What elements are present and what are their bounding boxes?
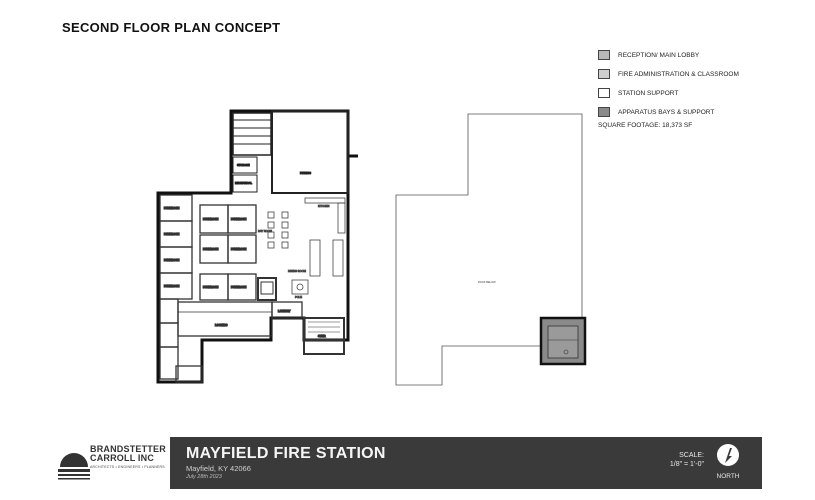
room-label-bunk: BUNKROOM [231, 285, 246, 289]
room-label-bunk: BUNKROOM [164, 284, 179, 288]
legend-item: FIRE ADMINISTRATION & CLASSROOM [598, 69, 739, 79]
project-date: July 28th 2023 [186, 474, 222, 480]
legend-item: RECEPTION/ MAIN LOBBY [598, 50, 739, 60]
north-arrow: NORTH [708, 443, 748, 487]
legend-item: APPARATUS BAYS & SUPPORT [598, 107, 739, 117]
room-label-mechanical: MECHANICAL [235, 181, 253, 185]
legend-swatch [598, 69, 610, 79]
legend-label: STATION SUPPORT [618, 89, 679, 97]
room-label-dining: DINING ROOM [288, 269, 306, 273]
floor-plan: FITNESS STORAGE MECHANICAL BUNKROOM BUNK… [156, 109, 587, 386]
room-label-bunk: BUNKROOM [203, 217, 218, 221]
lower-rooms: LOCKERS LAUNDRY STAIR [175, 301, 345, 383]
north-arrow-icon [717, 444, 739, 466]
legend-item: STATION SUPPORT [598, 88, 739, 98]
firm-logo: BRANDSTETTER CARROLL INC ARCHITECTS • EN… [48, 437, 171, 489]
project-name: MAYFIELD FIRE STATION [186, 445, 386, 462]
day-room-furniture: DAY ROOM DINING ROOM KITCHEN POLE [258, 197, 346, 299]
legend-label: FIRE ADMINISTRATION & CLASSROOM [618, 70, 739, 78]
room-label-bunk: BUNKROOM [164, 206, 179, 210]
room-label-fitness: FITNESS [300, 171, 311, 175]
room-label-bunk: BUNKROOM [203, 285, 218, 289]
room-label-bunk: BUNKROOM [164, 232, 179, 236]
scale-value: 1/8" = 1'-0" [669, 461, 704, 468]
room-label-stair: STAIR [318, 334, 326, 338]
page-title: SECOND FLOOR PLAN CONCEPT [62, 20, 281, 35]
north-label: NORTH [716, 473, 740, 480]
room-label-laundry: LAUNDRY [278, 309, 291, 313]
room-label-storage: STORAGE [237, 163, 250, 167]
scale-note: SCALE: 1/8" = 1'-0" [670, 451, 704, 469]
room-label-lockers: LOCKERS [215, 323, 228, 327]
firm-name-line: BRANDSTETTER [90, 444, 166, 454]
legend-swatch [598, 50, 610, 60]
room-label-day-room: DAY ROOM [258, 229, 272, 233]
firm-name: BRANDSTETTER CARROLL INC [90, 445, 166, 463]
legend-swatch [598, 107, 610, 117]
firm-name-line: CARROLL INC [90, 453, 155, 463]
stair-tower [539, 316, 587, 366]
legend: RECEPTION/ MAIN LOBBY FIRE ADMINISTRATIO… [598, 50, 739, 126]
room-label-bunk: BUNKROOM [231, 247, 246, 251]
legend-label: RECEPTION/ MAIN LOBBY [618, 51, 700, 59]
room-label-bunk: BUNKROOM [203, 247, 218, 251]
upper-rooms: FITNESS STORAGE MECHANICAL [232, 110, 349, 194]
room-label-bunk: BUNKROOM [231, 217, 246, 221]
room-label-kitchen: KITCHEN [318, 204, 330, 208]
building-outline [156, 109, 350, 384]
room-label-bunk: BUNKROOM [164, 258, 179, 262]
bunk-rooms-middle: BUNKROOM BUNKROOM BUNKROOM BUNKROOM BUNK… [199, 204, 277, 301]
firm-logo-icon [58, 453, 90, 480]
project-banner: MAYFIELD FIRE STATION Mayfield, KY 42066… [170, 437, 762, 489]
room-label-pole: POLE [295, 295, 302, 299]
legend-swatch [598, 88, 610, 98]
firm-tagline: ARCHITECTS • ENGINEERS • PLANNERS [90, 465, 165, 469]
title-block: BRANDSTETTER CARROLL INC ARCHITECTS • EN… [48, 437, 762, 489]
project-city: Mayfield, KY 42066 [186, 464, 251, 473]
scale-label: SCALE: [679, 452, 704, 459]
roof-below-outline: ROOF BELOW [395, 113, 583, 386]
legend-label: APPARATUS BAYS & SUPPORT [618, 108, 715, 116]
square-footage: SQUARE FOOTAGE: 18,373 SF [598, 122, 693, 129]
room-label-roof-below: ROOF BELOW [478, 280, 496, 284]
bunk-rooms-left: BUNKROOM BUNKROOM BUNKROOM BUNKROOM [159, 194, 193, 380]
